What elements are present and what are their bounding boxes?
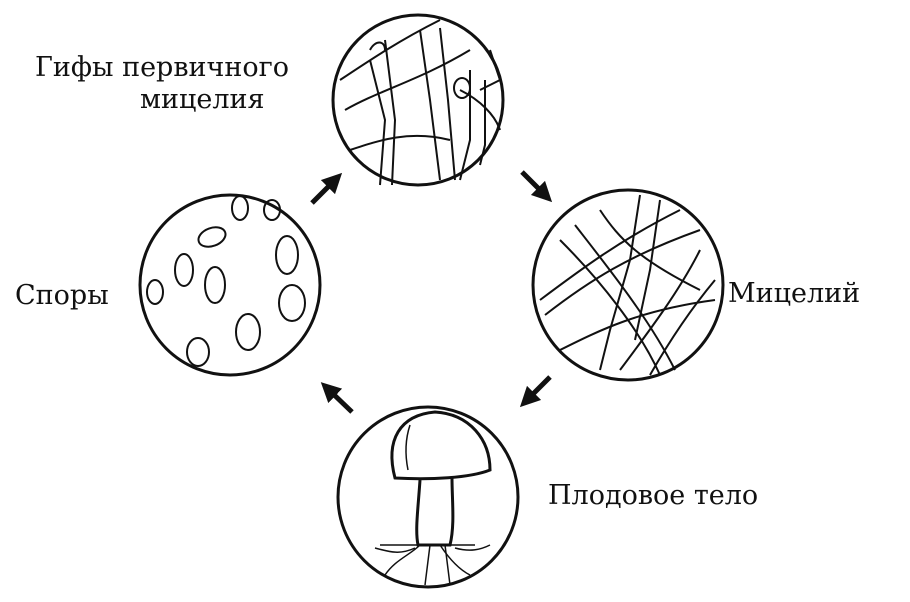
primary-hyphae-circle xyxy=(331,13,505,187)
label-primary-hyphae-line1: Гифы первичного xyxy=(35,52,290,83)
label-primary-hyphae-line2: мицелия xyxy=(140,84,265,115)
mycelium-circle xyxy=(531,188,725,382)
spores-circle xyxy=(138,193,322,377)
label-spores: Споры xyxy=(15,280,109,311)
arrow-hyphae-to-mycelium xyxy=(520,170,553,203)
fruiting-body-circle xyxy=(336,405,520,589)
arrow-spores-to-hyphae xyxy=(310,172,343,205)
label-primary-hyphae: Гифы первичного мицелия xyxy=(35,52,289,116)
label-mycelium: Мицелий xyxy=(728,278,861,309)
label-fruiting-body: Плодовое тело xyxy=(548,480,759,511)
arrow-mycelium-to-fruiting-body xyxy=(519,375,552,408)
arrow-fruiting-body-to-spores xyxy=(320,382,354,414)
